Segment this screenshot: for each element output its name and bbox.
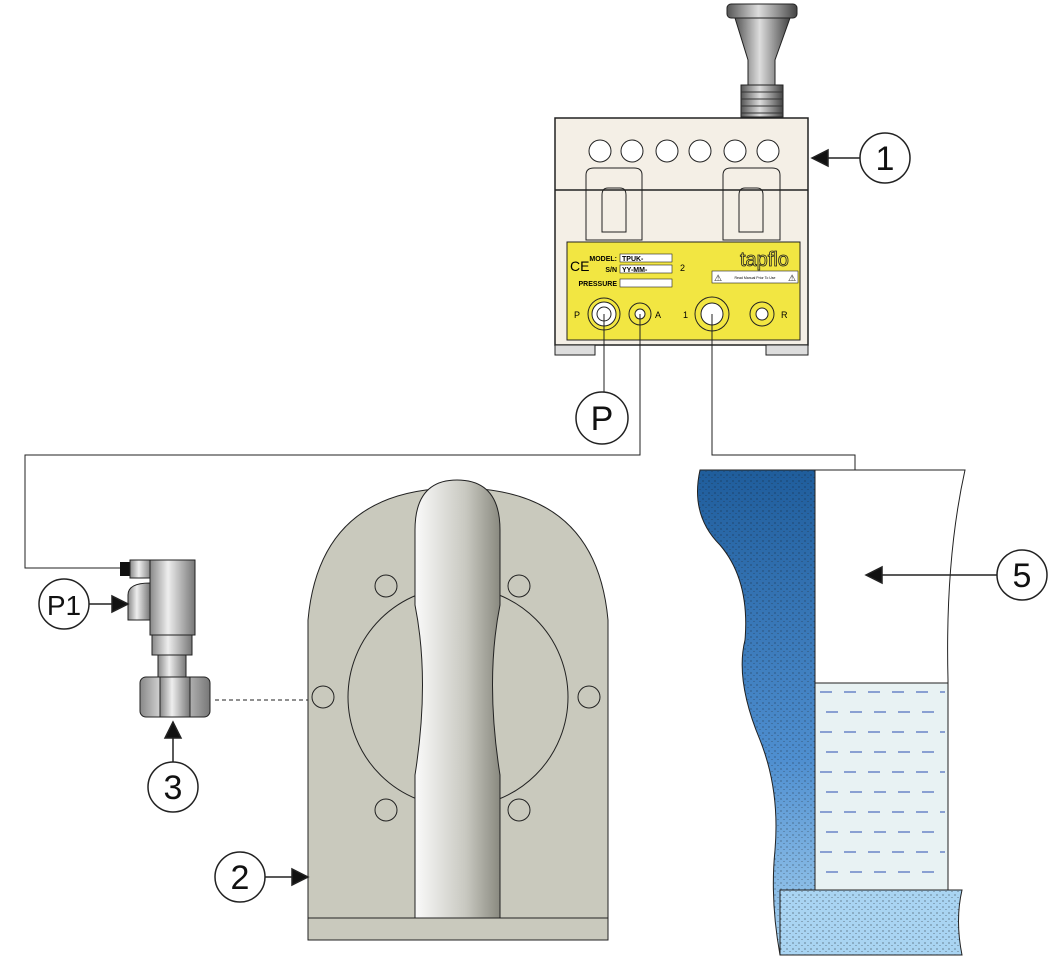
warning-text: Read Manual Prior To Use [735,276,776,280]
bolts [311,574,601,822]
sn-value: YY-MM- [622,267,648,274]
pneumatic-control-unit: CE MODEL: TPUK- S/N YY-MM- PRESSURE 2 ta… [554,3,809,356]
model-label: MODEL: [589,256,617,263]
pressure-gauge-valve[interactable] [120,559,211,718]
callout-3-label: 3 [164,769,183,807]
port-1-label: 1 [683,310,688,320]
brand-logo: tapflo [740,249,789,271]
callout-2-label: 2 [231,859,250,897]
pressure-label: PRESSURE [578,281,617,288]
warning-icon: ⚠ [788,273,796,283]
callout-p-label: P [591,400,614,438]
port-p-label: P [574,310,580,320]
port-r-label: R [781,310,788,320]
model-value: TPUK- [622,256,644,263]
port-r[interactable] [749,301,775,327]
warning-sticker [711,270,799,284]
plate-number: 2 [680,263,685,273]
callout-p1-label: P1 [47,590,81,621]
callout-1-label: 1 [876,140,895,178]
ce-mark: CE [570,258,589,274]
housing-feet [554,344,809,356]
tank [697,469,966,956]
callout-5-label: 5 [1013,557,1032,595]
liquid [814,682,949,891]
warning-icon: ⚠ [714,273,722,283]
push-button-knob[interactable] [726,3,798,118]
port-a-label: A [655,310,661,320]
diaphragm-pump [307,479,609,941]
callout-arrows [89,148,997,887]
sn-label: S/N [605,267,617,274]
callout-p [575,391,629,445]
indicator-holes [588,139,780,163]
mounting-slots [585,167,781,241]
